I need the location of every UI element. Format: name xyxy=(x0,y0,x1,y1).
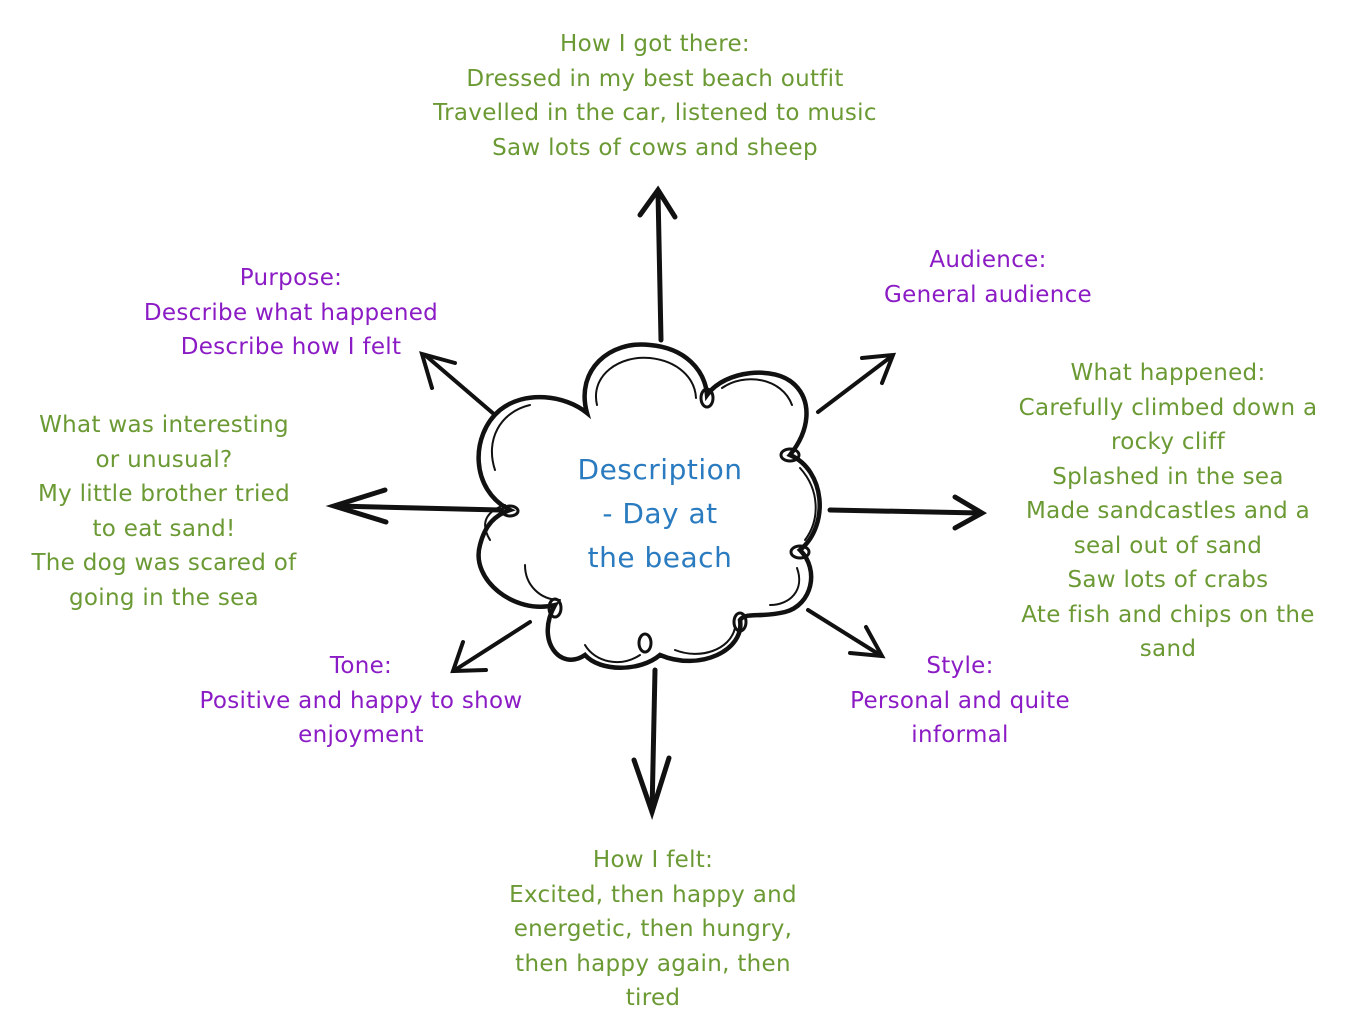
node-line: Personal and quite xyxy=(850,687,1070,714)
node-what-happened: What happened: Carefully climbed down a … xyxy=(998,356,1338,667)
node-interesting: What was interesting or unusual? My litt… xyxy=(14,408,314,615)
node-line: Positive and happy to show xyxy=(199,687,523,714)
node-line: enjoyment xyxy=(298,722,424,748)
node-heading: Purpose: xyxy=(239,265,343,291)
arrow-down xyxy=(631,667,672,820)
arrow-right xyxy=(827,494,988,531)
arrow-up xyxy=(637,185,678,343)
node-line: Saw lots of crabs xyxy=(1067,567,1269,593)
node-heading: How I felt: xyxy=(592,847,714,873)
node-line: Describe how I felt xyxy=(180,334,402,360)
arrow-up-right xyxy=(816,352,897,414)
node-line: seal out of sand xyxy=(1073,532,1263,559)
node-line: Travelled in the car, listened to music xyxy=(433,100,877,126)
node-heading: What happened: xyxy=(1070,360,1266,386)
arrow-down-left xyxy=(450,620,532,674)
node-heading: How I got there: xyxy=(560,31,750,57)
central-topic-line: Description xyxy=(577,453,743,486)
node-line: energetic, then hungry, xyxy=(513,916,793,942)
node-line: tired xyxy=(625,985,681,1011)
node-line: sand xyxy=(1139,636,1197,662)
arrow-left xyxy=(325,487,503,525)
cloud-shape xyxy=(476,342,822,670)
node-heading: Tone: xyxy=(329,653,393,679)
node-style: Style: Personal and quite informal xyxy=(830,649,1090,753)
node-line: General audience xyxy=(884,281,1092,308)
arrow-up-left xyxy=(419,351,497,417)
node-line: Excited, then happy and xyxy=(509,881,797,908)
node-line: Dressed in my best beach outfit xyxy=(466,65,844,92)
node-tone: Tone: Positive and happy to show enjoyme… xyxy=(180,649,542,753)
node-line: informal xyxy=(911,722,1009,748)
node-line: Carefully climbed down a xyxy=(1018,394,1318,421)
node-purpose: Purpose: Describe what happened Describe… xyxy=(130,261,452,365)
node-heading: Audience: xyxy=(929,247,1047,273)
node-audience: Audience: General audience xyxy=(868,243,1108,312)
central-topic: Description - Day at the beach xyxy=(540,448,780,580)
node-heading: or unusual? xyxy=(95,446,233,473)
node-how-i-got-there: How I got there: Dressed in my best beac… xyxy=(405,27,905,165)
central-topic-line: - Day at xyxy=(602,497,718,530)
node-line: then happy again, then xyxy=(515,950,791,977)
node-heading: What was interesting xyxy=(39,412,289,438)
node-line: Saw lots of cows and sheep xyxy=(492,134,818,161)
central-topic-line: the beach xyxy=(587,541,733,574)
node-line: to eat sand! xyxy=(92,515,236,542)
node-line: My little brother tried xyxy=(37,481,291,507)
node-line: Ate fish and chips on the xyxy=(1021,601,1315,628)
node-line: going in the sea xyxy=(69,584,259,611)
node-heading: Style: xyxy=(926,653,994,679)
node-line: The dog was scared of xyxy=(31,550,297,576)
node-line: Made sandcastles and a xyxy=(1025,498,1311,524)
node-how-i-felt: How I felt: Excited, then happy and ener… xyxy=(493,843,813,1016)
node-line: Describe what happened xyxy=(143,299,439,326)
node-line: rocky cliff xyxy=(1110,429,1225,455)
node-line: Splashed in the sea xyxy=(1052,463,1284,490)
arrow-down-right xyxy=(806,608,886,659)
